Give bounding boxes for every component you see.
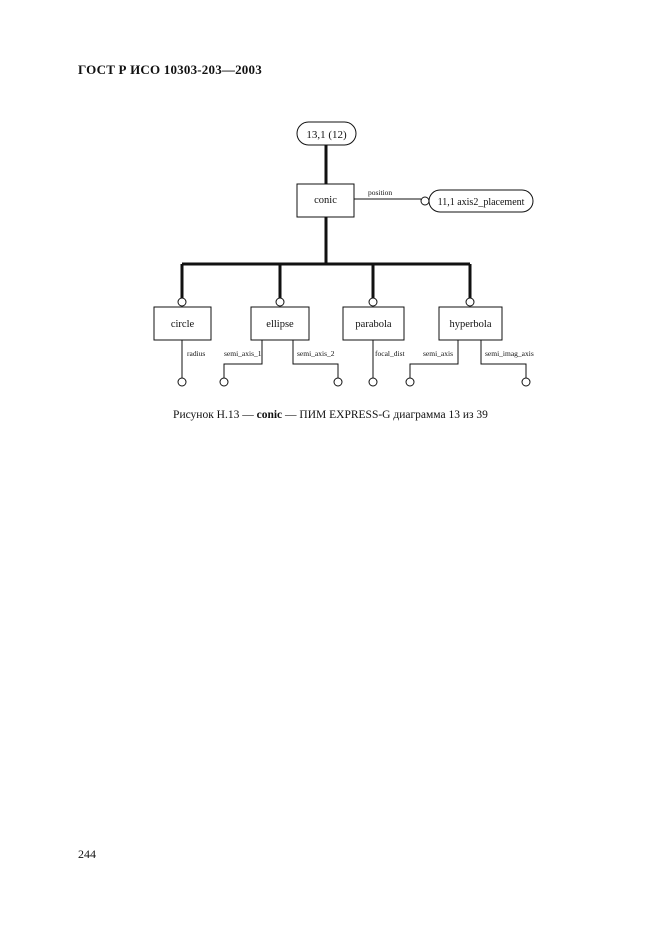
entity-parabola-label: parabola: [355, 319, 391, 330]
entity-ellipse-label: ellipse: [266, 319, 294, 330]
reference-node-label: 11,1 axis2_placement: [438, 197, 525, 208]
caption-entity: conic: [256, 409, 283, 421]
entity-parabola: parabola: [342, 306, 405, 341]
subtype-circle-circle: [177, 297, 187, 307]
entity-circle-label: circle: [171, 319, 195, 330]
entity-conic: conic: [296, 183, 355, 218]
entity-hyperbola: hyperbola: [438, 306, 503, 341]
attr-circle-semi-imag-axis: [521, 377, 531, 387]
attr-circle-semi-axis: [405, 377, 415, 387]
entity-conic-label: conic: [314, 195, 337, 206]
attr-circle-semi-axis-1: [219, 377, 229, 387]
attr-circle-semi-axis-2: [333, 377, 343, 387]
attr-circle-radius: [177, 377, 187, 387]
document-header: ГОСТ Р ИСО 10303-203—2003: [78, 62, 262, 77]
entity-ellipse: ellipse: [250, 306, 310, 341]
caption-suffix: — ПИМ EXPRESS-G диаграмма 13 из 39: [282, 409, 488, 421]
attr-circle-focal-dist: [368, 377, 378, 387]
caption-prefix: Рисунок Н.13 —: [173, 409, 257, 421]
attr-label-radius: radius: [187, 349, 205, 358]
attr-label-semi-imag-axis: semi_imag_axis: [485, 349, 534, 358]
attribute-lines: [181, 340, 527, 378]
page-reference-label: 13,1 (12): [306, 129, 347, 141]
subtype-circle-parabola: [368, 297, 378, 307]
attr-label-focal-dist: focal_dist: [375, 349, 405, 358]
subtype-circle-hyperbola: [465, 297, 475, 307]
page-number: 244: [78, 847, 96, 861]
reference-node-axis2-placement: 11,1 axis2_placement: [428, 189, 534, 213]
position-relation-label: position: [368, 188, 392, 197]
subtype-circle-ellipse: [275, 297, 285, 307]
attr-label-semi-axis-2: semi_axis_2: [297, 349, 335, 358]
subtype-tree: [180, 217, 472, 298]
page-reference-node: 13,1 (12): [296, 121, 357, 146]
figure-caption: Рисунок Н.13 — conic — ПИМ EXPRESS-G диа…: [0, 409, 661, 421]
entity-circle: circle: [153, 306, 212, 341]
attr-label-semi-axis: semi_axis: [423, 349, 453, 358]
entity-hyperbola-label: hyperbola: [450, 319, 492, 330]
attr-label-semi-axis-1: semi_axis_1: [224, 349, 262, 358]
position-relation-circle: [420, 196, 430, 206]
